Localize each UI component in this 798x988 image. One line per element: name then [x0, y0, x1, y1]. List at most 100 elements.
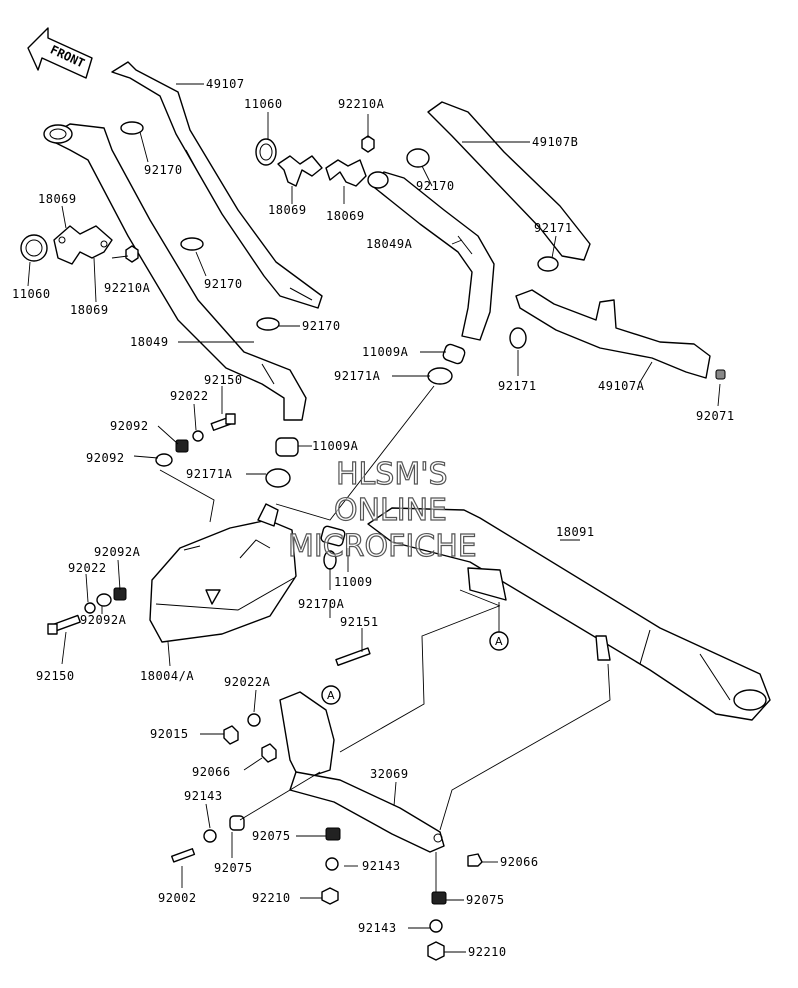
leader-lines [27, 83, 721, 953]
label-92092A-2: 92092A [80, 613, 127, 627]
collar-92075-left [229, 815, 245, 831]
ref-mark-a-1: A [489, 631, 509, 651]
nut-92210A-top [361, 135, 375, 153]
clamp-92170-2 [180, 237, 204, 251]
bolt-92150-top [210, 413, 236, 431]
label-18069-mid1: 18069 [268, 203, 307, 217]
exhaust-pipe-18049 [43, 123, 307, 421]
label-92171-right: 92171 [498, 379, 537, 393]
label-92143-mid: 92143 [362, 859, 401, 873]
heat-guard-49107 [111, 61, 323, 309]
label-92150-bottom: 92150 [36, 669, 75, 683]
nut-92210A-left [125, 245, 139, 263]
label-92092-2: 92092 [86, 451, 125, 465]
collar-92092-2 [155, 453, 173, 467]
bolt-92002 [170, 848, 196, 863]
label-92143-bottom: 92143 [358, 921, 397, 935]
watermark: HLSM'S ONLINE MICROFICHE [287, 456, 477, 564]
label-11009: 11009 [334, 575, 373, 589]
label-11060-top: 11060 [244, 97, 283, 111]
watermark-line1: HLSM'S [336, 457, 448, 492]
label-92092-1: 92092 [110, 419, 149, 433]
label-49107B: 49107B [532, 135, 578, 149]
svg-text:A: A [495, 635, 503, 648]
washer-92143-bottom [429, 919, 443, 933]
stand-32069 [289, 771, 445, 853]
label-92210-bottom: 92210 [468, 945, 507, 959]
label-18091: 18091 [556, 525, 595, 539]
joint-11009 [320, 525, 346, 547]
label-92022-left: 92022 [68, 561, 107, 575]
label-92170A: 92170A [298, 597, 345, 611]
svg-text:A: A [327, 689, 335, 702]
bolt-92151 [335, 647, 371, 666]
label-92150-top: 92150 [204, 373, 243, 387]
clamp-92171A-top [427, 367, 453, 385]
clamp-92171-top [537, 256, 559, 272]
label-92071: 92071 [696, 409, 735, 423]
label-11009A-mid: 11009A [312, 439, 359, 453]
washer-92022-top [192, 430, 204, 442]
collar-92092A-2 [96, 593, 112, 607]
muffler-18004A [149, 503, 297, 643]
label-92015: 92015 [150, 727, 189, 741]
label-11060-left: 11060 [12, 287, 51, 301]
label-32069: 32069 [370, 767, 409, 781]
gasket-11060-top [255, 138, 277, 166]
label-92170-1: 92170 [144, 163, 183, 177]
label-92170-right: 92170 [416, 179, 455, 193]
watermark-line2: ONLINE [334, 493, 447, 528]
label-92170-2: 92170 [204, 277, 243, 291]
clamp-92171-right [509, 327, 527, 349]
joint-11009A-mid [275, 437, 299, 457]
grommet-92071 [715, 369, 726, 380]
bolt-92150-bottom [47, 614, 81, 635]
bracket [279, 691, 335, 781]
clamp-92170-1 [120, 121, 144, 135]
flange-18069-left [53, 225, 113, 265]
label-49107: 49107 [206, 77, 245, 91]
label-92022-top: 92022 [170, 389, 209, 403]
label-92143-left: 92143 [184, 789, 223, 803]
part-labels: 49107 11060 92210A 49107B 92170 18069 18… [12, 77, 735, 959]
heat-guard-49107B [427, 101, 591, 261]
washer-92022A [247, 713, 261, 727]
label-49107A: 49107A [598, 379, 645, 393]
flange-18069-mid2 [325, 159, 367, 187]
label-92170-3: 92170 [302, 319, 341, 333]
collar-92075-mid [325, 827, 341, 841]
label-18069-mid2: 18069 [326, 209, 365, 223]
label-92075-left: 92075 [214, 861, 253, 875]
nut-92210-mid [321, 887, 339, 905]
watermark-line3: MICROFICHE [288, 529, 477, 564]
clamp-92170-right [406, 148, 430, 168]
gasket-11060-left [20, 234, 48, 262]
label-92002: 92002 [158, 891, 197, 905]
label-18004A: 18004/A [140, 669, 194, 683]
label-92210A-left: 92210A [104, 281, 151, 295]
clamp-92171A-mid [265, 468, 291, 488]
label-92066-right: 92066 [500, 855, 539, 869]
label-92075-right: 92075 [466, 893, 505, 907]
nut-92066-left [261, 743, 277, 763]
heat-guard-49107A [515, 289, 711, 379]
label-92075-mid: 92075 [252, 829, 291, 843]
nut-92015 [223, 725, 239, 745]
grommet-92092-1 [175, 439, 189, 453]
label-92022A: 92022A [224, 675, 271, 689]
clamp-92170-3 [256, 317, 280, 331]
exhaust-pipe-18049A [367, 171, 495, 341]
label-11009A-top: 11009A [362, 345, 409, 359]
label-92210-mid: 92210 [252, 891, 291, 905]
label-92092A-1: 92092A [94, 545, 141, 559]
label-92171A-top: 92171A [334, 369, 381, 383]
label-92171A-mid: 92171A [186, 467, 233, 481]
label-92066-left: 92066 [192, 765, 231, 779]
ref-mark-a-2: A [321, 685, 341, 705]
washer-92143-left [203, 829, 217, 843]
label-92210A-top: 92210A [338, 97, 385, 111]
collar-92075-right [431, 891, 447, 905]
silencer-18091 [367, 507, 771, 721]
washer-92022-left [84, 602, 96, 614]
label-92151: 92151 [340, 615, 379, 629]
